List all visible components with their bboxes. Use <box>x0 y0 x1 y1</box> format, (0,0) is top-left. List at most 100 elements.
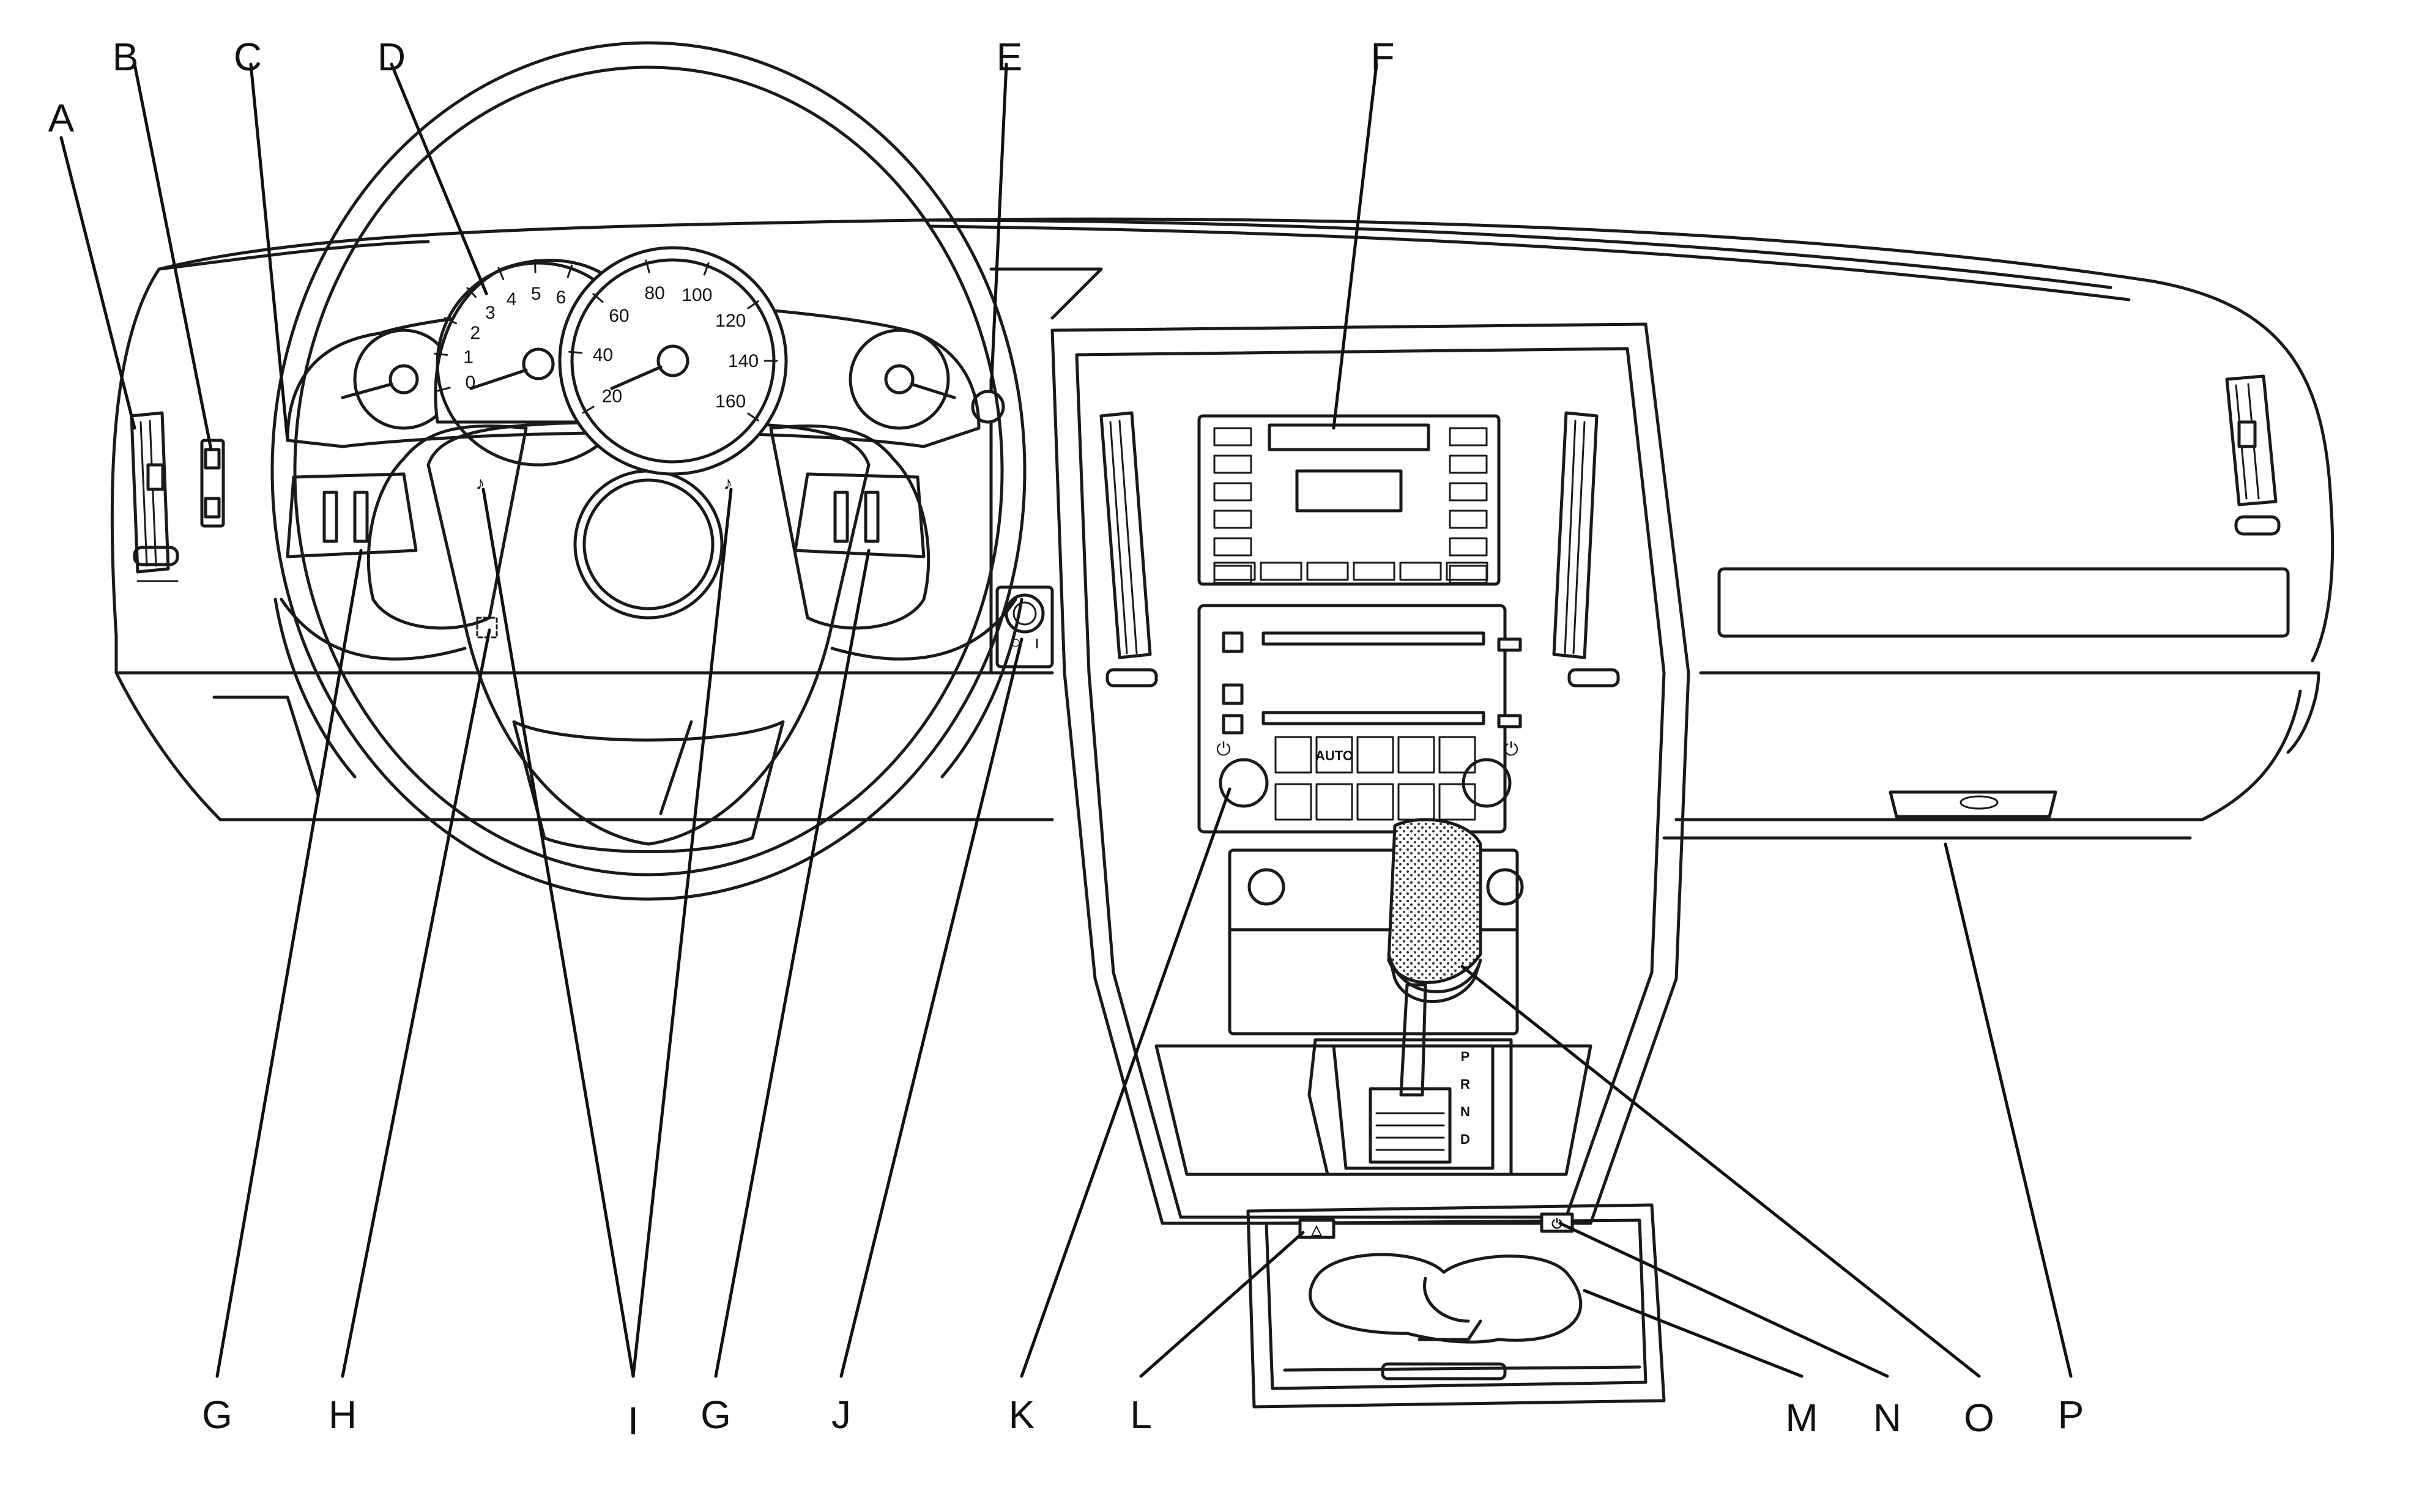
climate-button <box>1397 736 1435 774</box>
speedometer-label: 20 <box>602 387 622 407</box>
gear-letter: R <box>1460 1077 1470 1092</box>
radio-bottom-button <box>1306 561 1349 581</box>
radio-bottom-button <box>1260 561 1302 581</box>
climate-button <box>1274 736 1312 774</box>
radio-left-button <box>1213 482 1252 502</box>
radio-left-button <box>1213 510 1252 529</box>
tachometer-tick <box>434 352 448 356</box>
callout-N: N <box>1873 1396 1901 1440</box>
power-icon: ⏻ <box>1551 1216 1562 1231</box>
leader-lines <box>59 62 2073 1378</box>
left-air-vent <box>130 411 179 582</box>
headlamp-switch-panel <box>200 439 225 528</box>
gear-letter: P <box>1461 1049 1470 1064</box>
tachometer-label: 4 <box>507 289 517 309</box>
tachometer-tick <box>497 267 505 280</box>
radio-bottom-button <box>1353 561 1395 581</box>
callout-E: E <box>997 35 1023 79</box>
callout-L: L <box>1130 1393 1152 1437</box>
speedometer-label: 40 <box>593 345 613 365</box>
callout-A: A <box>48 96 75 140</box>
tachometer-tick <box>437 387 451 392</box>
tachometer-label: 1 <box>463 347 474 368</box>
power-icon: ⏻ <box>1504 739 1518 760</box>
auto-climate-label: AUTO <box>1315 748 1353 763</box>
tachometer-label: 0 <box>466 372 476 393</box>
tachometer-label: 2 <box>470 323 481 343</box>
tachometer-label: 6 <box>556 287 567 308</box>
callout-F: F <box>1370 35 1394 79</box>
speedometer-label: 140 <box>728 351 759 371</box>
climate-button <box>1315 783 1353 821</box>
callout-O: O <box>1964 1396 1994 1440</box>
climate-button <box>1315 736 1353 774</box>
tachometer-label: 5 <box>531 284 541 304</box>
speedometer-label: 120 <box>715 311 746 331</box>
gear-letter: N <box>1460 1104 1470 1119</box>
radio-right-button <box>1449 482 1488 502</box>
callout-G-left: G <box>202 1393 232 1437</box>
speedometer-tick <box>568 350 583 354</box>
radio-right-button <box>1449 537 1488 557</box>
radio-bottom-button <box>1213 561 1256 581</box>
radio-bottom-button <box>1399 561 1442 581</box>
steering-wheel: ♪ ♪ <box>270 41 1027 901</box>
radio-right-button <box>1449 510 1488 529</box>
right-air-vent <box>2225 374 2281 536</box>
tachometer-tick <box>444 317 457 325</box>
hazard-icon: △ <box>1311 1222 1323 1237</box>
radio-bottom-button <box>1446 561 1488 581</box>
climate-button <box>1274 783 1312 821</box>
callout-P: P <box>2058 1393 2084 1437</box>
callout-K: K <box>1009 1393 1035 1437</box>
callout-G-right: G <box>700 1393 731 1437</box>
power-icon: ⏻ <box>1216 739 1231 760</box>
speedometer-tick <box>747 300 759 309</box>
climate-button <box>1397 783 1435 821</box>
callout-D: D <box>377 35 406 79</box>
climate-buttons: AUTO <box>1274 736 1476 821</box>
gear-letter: D <box>1460 1132 1470 1147</box>
audio-climate-panel: ⏻ ⏻ AUTO <box>1197 604 1522 834</box>
radio-right-button <box>1449 454 1488 474</box>
climate-button <box>1356 736 1394 774</box>
radio-right-button <box>1449 427 1488 447</box>
callout-M: M <box>1785 1396 1818 1440</box>
speedometer-tick <box>703 262 710 276</box>
callout-B: B <box>113 35 139 79</box>
cupholder-tray: △ ⏻ <box>1246 1203 1666 1409</box>
tachometer-label: 3 <box>485 303 496 323</box>
dashboard-body <box>110 217 2335 840</box>
speedometer-label: 60 <box>609 306 629 326</box>
callout-labels: A B C D E F G H I G J K L M N O P <box>48 35 2084 1443</box>
callout-J: J <box>831 1393 851 1437</box>
tachometer-tick <box>567 264 573 278</box>
tachometer-tick <box>466 287 477 298</box>
speedometer-tick <box>592 293 604 303</box>
glovebox-handle <box>1889 790 2057 818</box>
speedometer-label: 160 <box>715 391 746 412</box>
callout-H: H <box>329 1393 357 1437</box>
speedometer-label: 80 <box>645 283 665 303</box>
passenger-trim-strip <box>1717 567 2290 638</box>
radio-left-button <box>1213 454 1252 474</box>
ignition-switch: ○ ı <box>995 585 1054 669</box>
speedometer-tick <box>645 259 650 273</box>
speedometer-tick <box>582 406 595 414</box>
speedometer-tick <box>747 412 759 421</box>
callout-I: I <box>628 1399 639 1443</box>
radio-preset-buttons <box>1213 427 1488 584</box>
radio-display-unit <box>1197 414 1501 586</box>
speedometer-label: 100 <box>682 285 712 305</box>
radio-left-button <box>1213 427 1252 447</box>
radio-left-button <box>1213 537 1252 557</box>
svg-text:ı: ı <box>1035 632 1039 653</box>
climate-button <box>1438 783 1476 821</box>
climate-button <box>1356 783 1394 821</box>
